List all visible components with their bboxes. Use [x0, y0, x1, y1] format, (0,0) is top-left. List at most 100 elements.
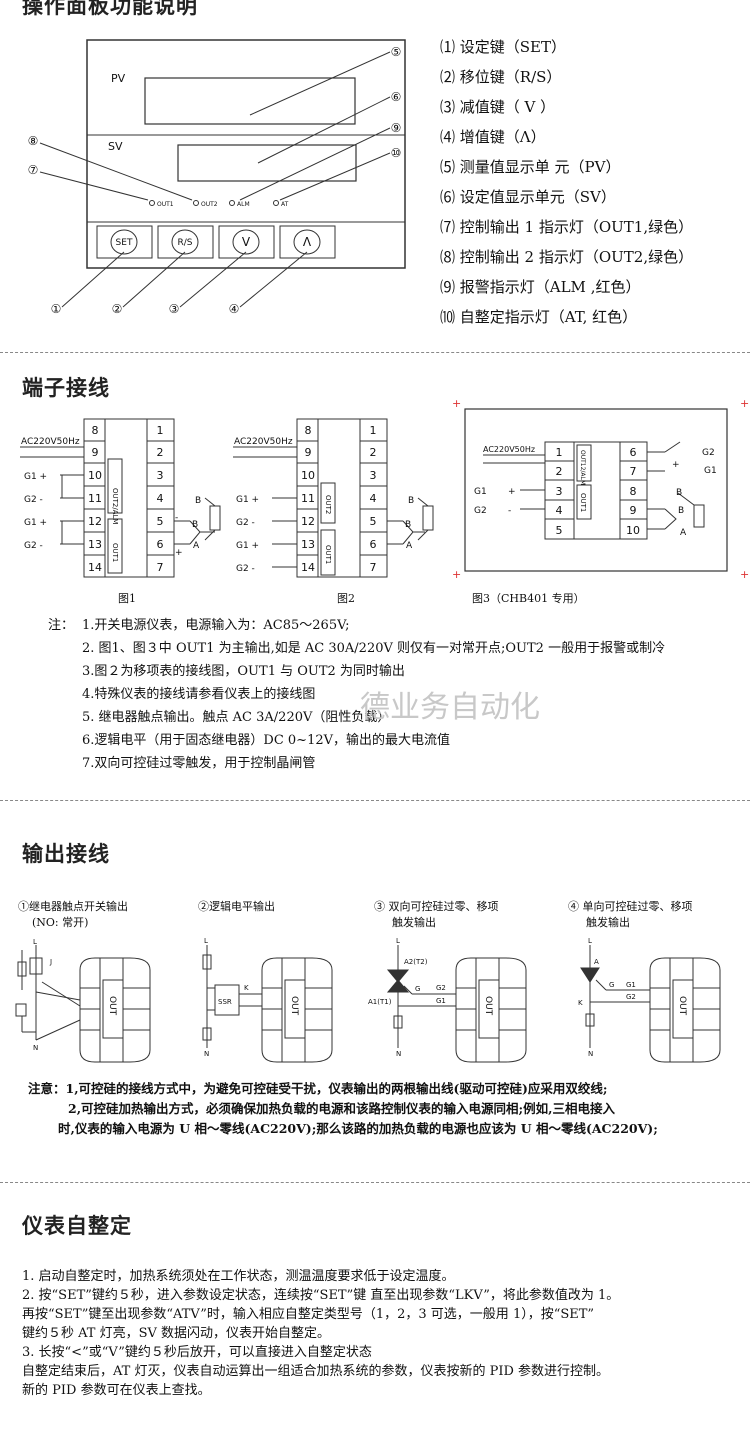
- out-block-1: [15, 945, 151, 1063]
- fig3-frame: [464, 408, 728, 572]
- svg-text:A: A: [193, 541, 200, 551]
- svg-text:G1 +: G1 +: [24, 518, 47, 528]
- warning-3: 时,仪表的输入电源为 U 相～零线(AC220V);那么该路的加热负载的电源也应…: [58, 1121, 658, 1136]
- warning-2: 2,可控硅加热输出方式，必须确保加热负载的电源和该路控制仪表的输入电源同相;例如…: [68, 1101, 616, 1116]
- svg-text:5: 5: [370, 515, 377, 528]
- btn-v: V: [242, 235, 251, 249]
- autotune-line-7: 新的 PID 参数可在仪表上查找。: [22, 1383, 211, 1398]
- out2-L: L: [204, 937, 208, 945]
- svg-text:2: 2: [157, 446, 164, 459]
- svg-text:5: 5: [157, 515, 164, 528]
- autotune-text: 1. 启动自整定时，加热系统须处在工作状态，测温温度要求低于设定温度。 2. 按…: [22, 1265, 619, 1398]
- note-5: 5. 继电器触点输出。触点 AC 3A/220V（阻性负载）: [82, 710, 391, 725]
- note-7: 7.双向可控硅过零触发，用于控制晶闸管: [82, 756, 316, 771]
- fig2-terminal-block: [233, 418, 434, 578]
- out-block-3: [386, 945, 527, 1063]
- svg-text:8: 8: [630, 485, 637, 498]
- svg-text:+: +: [672, 460, 680, 470]
- out-block-4: [580, 945, 721, 1063]
- output-type-2: ②逻辑电平输出: [198, 900, 275, 913]
- svg-text:7: 7: [630, 465, 637, 478]
- fig3-caption: 图3（CHB401 专用）: [472, 592, 585, 605]
- svg-text:10: 10: [626, 524, 640, 537]
- svg-text:1: 1: [556, 446, 563, 459]
- svg-text:8: 8: [92, 424, 99, 437]
- output-diagrams: L J N OUT L SSR K N OUT: [15, 937, 721, 1063]
- callout-9: ⑨: [391, 121, 402, 135]
- note-2: 2. 图1、图３中 OUT1 为主输出,如是 AC 30A/220V 则仅有一对…: [82, 641, 666, 656]
- out3-N: N: [396, 1050, 401, 1058]
- svg-text:G1 +: G1 +: [236, 541, 259, 551]
- svg-text:7: 7: [370, 561, 377, 574]
- svg-text:G2 -: G2 -: [24, 541, 43, 551]
- func-5: ⑸ 测量值显示单 元（PV）: [440, 158, 621, 176]
- out3-out: OUT: [483, 996, 493, 1016]
- callout-3: ③: [169, 302, 180, 316]
- svg-text:G2: G2: [702, 448, 715, 458]
- out4-out: OUT: [677, 996, 687, 1016]
- svg-text:G2 -: G2 -: [236, 518, 255, 528]
- fig1-ac-label: AC220V50Hz: [21, 437, 80, 447]
- panel-title: 操作面板功能说明: [22, 0, 198, 18]
- svg-text:B: B: [676, 488, 682, 498]
- warning-1: 注意：1,可控硅的接线方式中，为避免可控硅受干扰，仪表输出的两根输出线(驱动可控…: [28, 1081, 608, 1096]
- out4-L: L: [588, 937, 592, 945]
- svg-text:G2: G2: [474, 506, 487, 516]
- note-1: 1.开关电源仪表，电源输入为：AC85～265V;: [82, 618, 350, 633]
- output-type-3-sub: 触发输出: [392, 916, 436, 929]
- svg-text:10: 10: [88, 469, 102, 482]
- out2-ssr: SSR: [218, 998, 232, 1006]
- divider: [0, 800, 750, 801]
- svg-text:OUT1: OUT1: [324, 545, 332, 564]
- svg-text:+: +: [740, 568, 749, 581]
- divider: [0, 352, 750, 353]
- note-4: 4.特殊仪表的接线请参看仪表上的接线图: [82, 687, 316, 702]
- func-8: ⑻ 控制输出 2 指示灯（OUT2,绿色）: [440, 248, 694, 266]
- divider: [0, 1182, 750, 1183]
- autotune-title: 仪表自整定: [22, 1214, 132, 1238]
- out4-G1: G1: [626, 981, 636, 989]
- svg-text:1: 1: [370, 424, 377, 437]
- panel-diagram: ⑤ ⑥ ⑨ ⑩ ⑧ ⑦ ① ② ③ ④ PV SV OUT1 OUT2 ALM …: [28, 39, 406, 316]
- fig3-corner-marks: + + + +: [452, 397, 749, 581]
- output-type-1-sub: (NO: 常开): [32, 916, 89, 929]
- watermark: 德业务自动化: [360, 690, 540, 725]
- out3-G2: G2: [436, 984, 446, 992]
- svg-text:9: 9: [630, 504, 637, 517]
- btn-set: SET: [116, 238, 133, 248]
- svg-text:G1: G1: [474, 487, 487, 497]
- autotune-line-5: 3. 长按“<”或“V”键约５秒后放开，可以直接进入自整定状态: [22, 1345, 372, 1360]
- svg-text:5: 5: [556, 524, 563, 537]
- svg-text:G2 -: G2 -: [24, 495, 43, 505]
- note-6: 6.逻辑电平（用于固态继电器）DC 0~12V，输出的最大电流值: [82, 733, 450, 748]
- autotune-line-3: 再按“SET”键至出现参数“ATV”时，输入相应自整定类型号（1，2，3 可选，…: [22, 1307, 595, 1322]
- svg-text:G1: G1: [704, 466, 717, 476]
- out-block-2: [202, 945, 333, 1063]
- svg-text:+: +: [740, 397, 749, 410]
- svg-text:OUT2/ALM: OUT2/ALM: [111, 488, 119, 524]
- svg-text:13: 13: [301, 538, 315, 551]
- autotune-line-2: 2. 按“SET”键约５秒，进入参数设定状态，连续按“SET”键 直至出现参数“…: [22, 1288, 620, 1303]
- wiring-notes: 1.开关电源仪表，电源输入为：AC85～265V; 2. 图1、图３中 OUT1…: [82, 614, 665, 775]
- svg-text:2: 2: [370, 446, 377, 459]
- output-type-4-sub: 触发输出: [586, 916, 630, 929]
- out1-out: OUT: [107, 996, 117, 1016]
- svg-text:13: 13: [88, 538, 102, 551]
- autotune-line-1: 1. 启动自整定时，加热系统须处在工作状态，测温温度要求低于设定温度。: [22, 1269, 455, 1284]
- svg-text:7: 7: [157, 561, 164, 574]
- output-type-3: ③ 双向可控硅过零、移项: [374, 900, 499, 913]
- svg-text:+: +: [508, 487, 516, 497]
- fig1-terminal-block: [20, 418, 221, 578]
- svg-text:3: 3: [370, 469, 377, 482]
- callout-4: ④: [229, 302, 240, 316]
- svg-text:A: A: [406, 541, 413, 551]
- svg-text:8: 8: [305, 424, 312, 437]
- svg-text:+: +: [452, 568, 461, 581]
- out4-K: K: [578, 999, 583, 1007]
- callout-10: ⑩: [391, 146, 402, 160]
- out1-J: J: [49, 958, 52, 966]
- out2-out: OUT: [289, 996, 299, 1016]
- svg-text:B: B: [405, 520, 411, 530]
